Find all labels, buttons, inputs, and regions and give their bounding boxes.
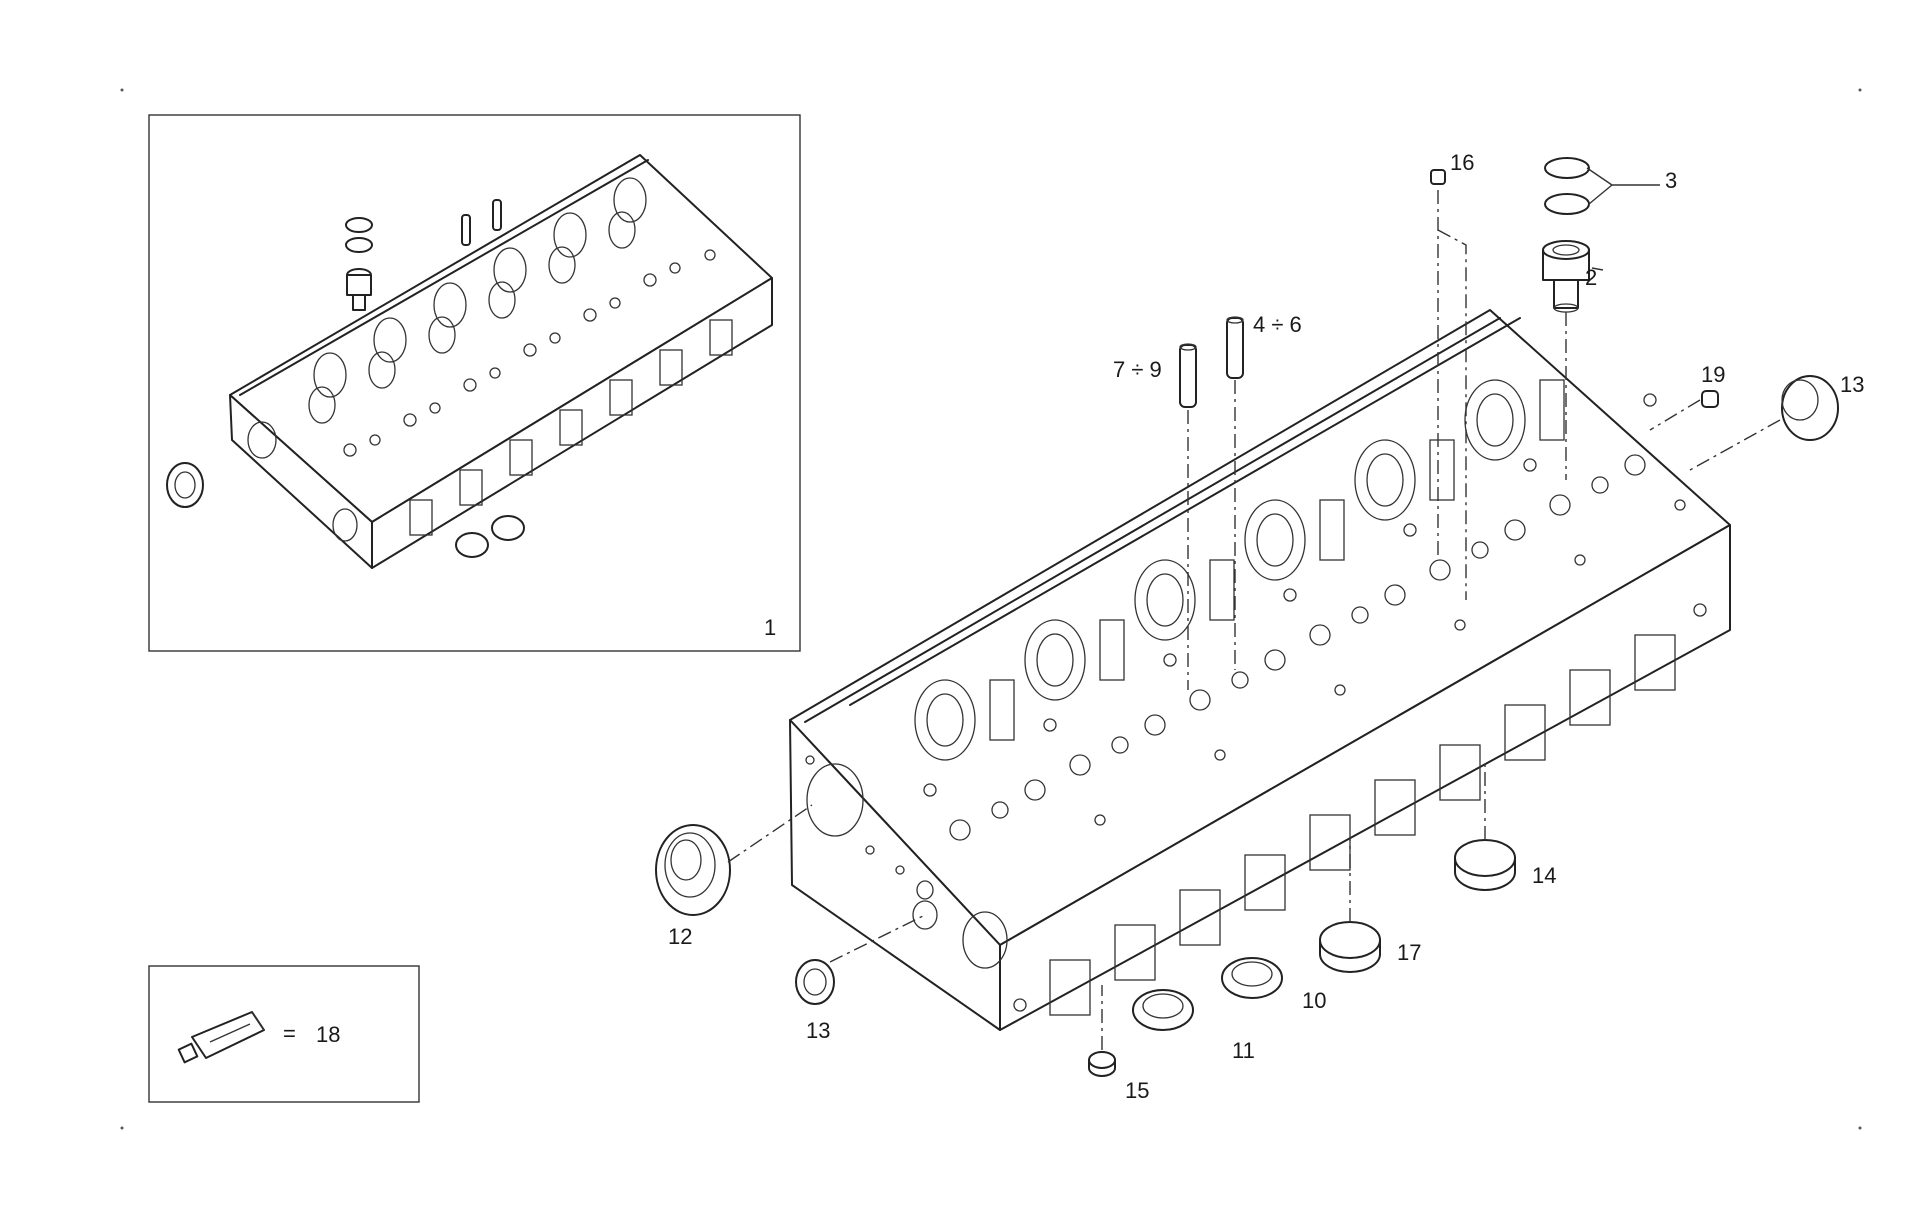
cap-17-icon	[1319, 921, 1381, 973]
deck-ports	[923, 393, 1686, 841]
callout-7-9: 7 ÷ 9	[1113, 357, 1162, 382]
callout-4-6: 4 ÷ 6	[1253, 312, 1302, 337]
assembly-inset: 1	[148, 114, 801, 652]
legend-equals: =	[283, 1021, 296, 1046]
plug-15-icon	[1088, 1051, 1116, 1077]
cylinder-head-assembly-icon	[229, 154, 773, 569]
callout-19: 19	[1701, 362, 1725, 387]
seal-12-icon	[655, 824, 731, 916]
pin-4-6-icon	[1226, 316, 1244, 379]
assembly-loose-parts	[166, 199, 525, 558]
callout-13-right: 13	[1840, 372, 1864, 397]
callout-3: 3	[1665, 168, 1677, 193]
callout-17: 17	[1397, 940, 1421, 965]
loose-parts	[655, 157, 1839, 1077]
leader-lines	[1586, 167, 1660, 271]
cam-bores	[914, 379, 1565, 761]
sealant-legend: = 18	[148, 965, 420, 1103]
callout-2: 2	[1585, 265, 1597, 290]
callout-11: 11	[1232, 1038, 1255, 1063]
callout-14: 14	[1532, 863, 1556, 888]
assembly-inset-frame	[148, 114, 801, 652]
cylinder-head-exploded-icon	[789, 309, 1731, 1031]
callout-13-left: 13	[806, 1018, 830, 1043]
callouts: 16 3 2 4 ÷ 6 7 ÷ 9 19 13 12 13 15 11 10 …	[668, 150, 1864, 1103]
plug-19-icon	[1701, 390, 1719, 408]
assembly-lines	[727, 190, 1781, 1050]
pin-7-9-icon	[1179, 343, 1197, 408]
callout-10: 10	[1302, 988, 1326, 1013]
sealant-legend-frame	[148, 965, 420, 1103]
callout-12: 12	[668, 924, 692, 949]
corner-marks	[120, 88, 1862, 1130]
plug-16-icon	[1430, 169, 1446, 185]
ring-10-icon	[1221, 957, 1283, 999]
seal-13-left-icon	[795, 959, 835, 1005]
callout-1: 1	[764, 615, 776, 640]
sealant-tube-icon	[177, 1011, 265, 1064]
legend-ref-18: 18	[316, 1022, 340, 1047]
cap-14-icon	[1454, 839, 1516, 891]
front-bores	[805, 755, 1008, 969]
o-rings-3-icon	[1544, 157, 1590, 215]
sleeve-2-icon	[1542, 240, 1590, 313]
ring-11-icon	[1132, 989, 1194, 1031]
callout-16: 16	[1450, 150, 1474, 175]
side-ports	[1013, 603, 1707, 1016]
cap-13-right-icon	[1781, 375, 1839, 441]
callout-15: 15	[1125, 1078, 1149, 1103]
